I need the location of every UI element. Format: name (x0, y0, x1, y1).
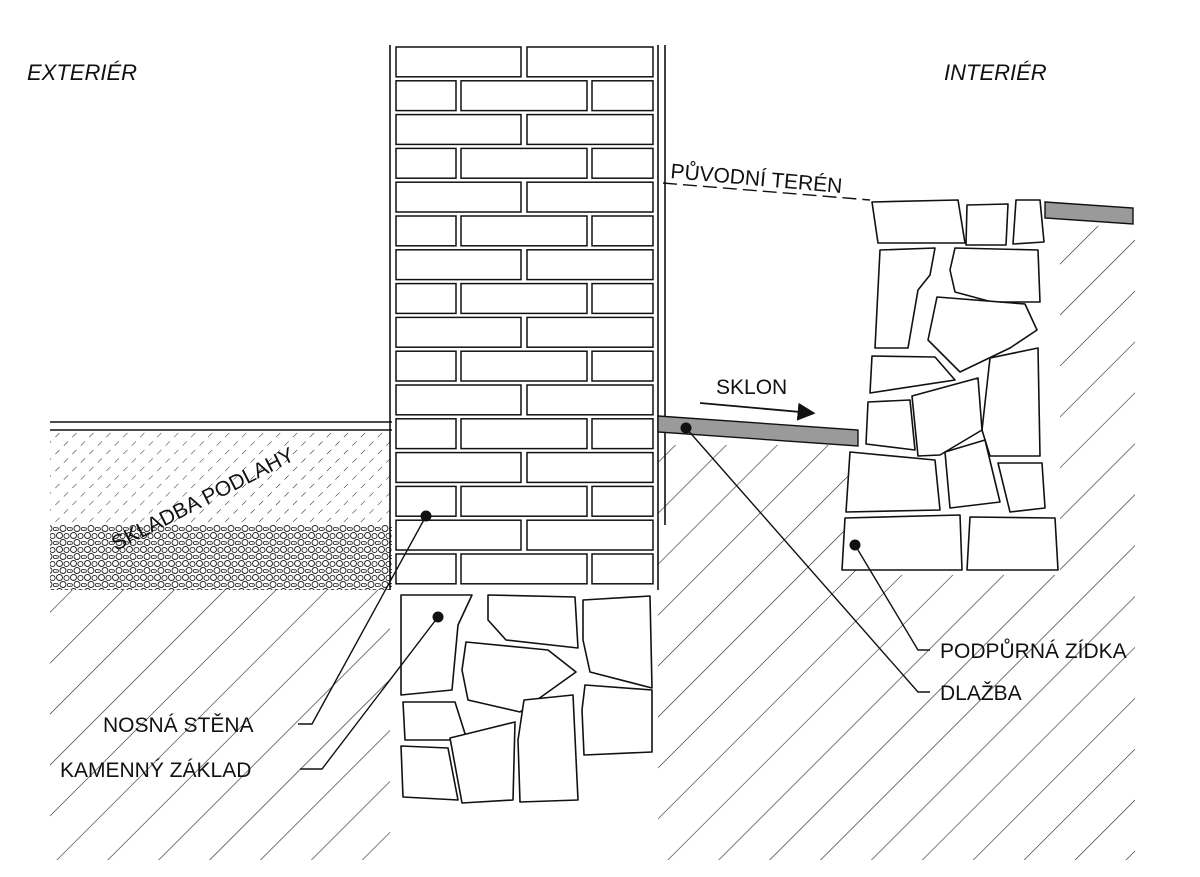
brick (395, 181, 522, 213)
brick (460, 282, 588, 315)
brick (395, 80, 457, 112)
brick (591, 350, 654, 382)
floor-layer (50, 430, 392, 525)
stone-foundation (400, 594, 653, 804)
brick (395, 147, 457, 179)
brick-courses (395, 46, 654, 585)
leader-dots (420, 422, 861, 623)
gravel-layer (50, 525, 392, 590)
brick (395, 215, 457, 247)
terrain-slab (1044, 201, 1134, 225)
retaining-wall-stones (841, 199, 1059, 571)
brick (460, 350, 588, 382)
label-original-terrain: PŮVODNÍ TERÉN (670, 159, 844, 198)
label-interior: INTERIÉR (944, 60, 1047, 85)
brick (395, 451, 522, 484)
brick (460, 80, 588, 112)
brick-wall (389, 45, 666, 590)
brick (395, 553, 457, 585)
interior-soil (658, 222, 1135, 860)
brick (591, 553, 654, 585)
brick (591, 147, 654, 179)
brick (395, 113, 522, 146)
brick (526, 46, 654, 78)
brick (395, 384, 522, 416)
brick (460, 553, 588, 585)
brick (395, 46, 522, 78)
brick (591, 485, 654, 517)
brick (526, 249, 654, 281)
brick (395, 519, 522, 551)
label-slope: SKLON (716, 376, 787, 399)
brick (395, 249, 522, 281)
slope-arrow-icon (699, 402, 816, 421)
label-retaining-wall: PODPŮRNÁ ZÍDKA (940, 639, 1127, 663)
brick (460, 215, 588, 247)
brick (526, 181, 654, 213)
brick (526, 316, 654, 348)
leader-lines (298, 427, 930, 770)
brick (591, 80, 654, 112)
brick (591, 282, 654, 315)
brick (395, 282, 457, 315)
brick (526, 519, 654, 551)
brick (591, 215, 654, 247)
label-stone-foundation: KAMENNÝ ZÁKLAD (60, 759, 251, 782)
label-paving: DLAŽBA (940, 682, 1022, 705)
brick (460, 418, 588, 450)
brick (526, 451, 654, 484)
label-load-bearing-wall: NOSNÁ STĚNA (103, 714, 254, 737)
exterior-soil (50, 590, 390, 860)
original-terrain-line (662, 182, 871, 201)
brick (395, 350, 457, 382)
exterior-surface-line (50, 421, 392, 431)
brick (460, 485, 588, 517)
brick (395, 418, 457, 450)
brick (591, 418, 654, 450)
label-exterior: EXTERIÉR (27, 60, 137, 85)
brick (526, 384, 654, 416)
paving-slab (657, 415, 859, 447)
brick (526, 113, 654, 146)
brick (395, 316, 522, 348)
brick (460, 147, 588, 179)
